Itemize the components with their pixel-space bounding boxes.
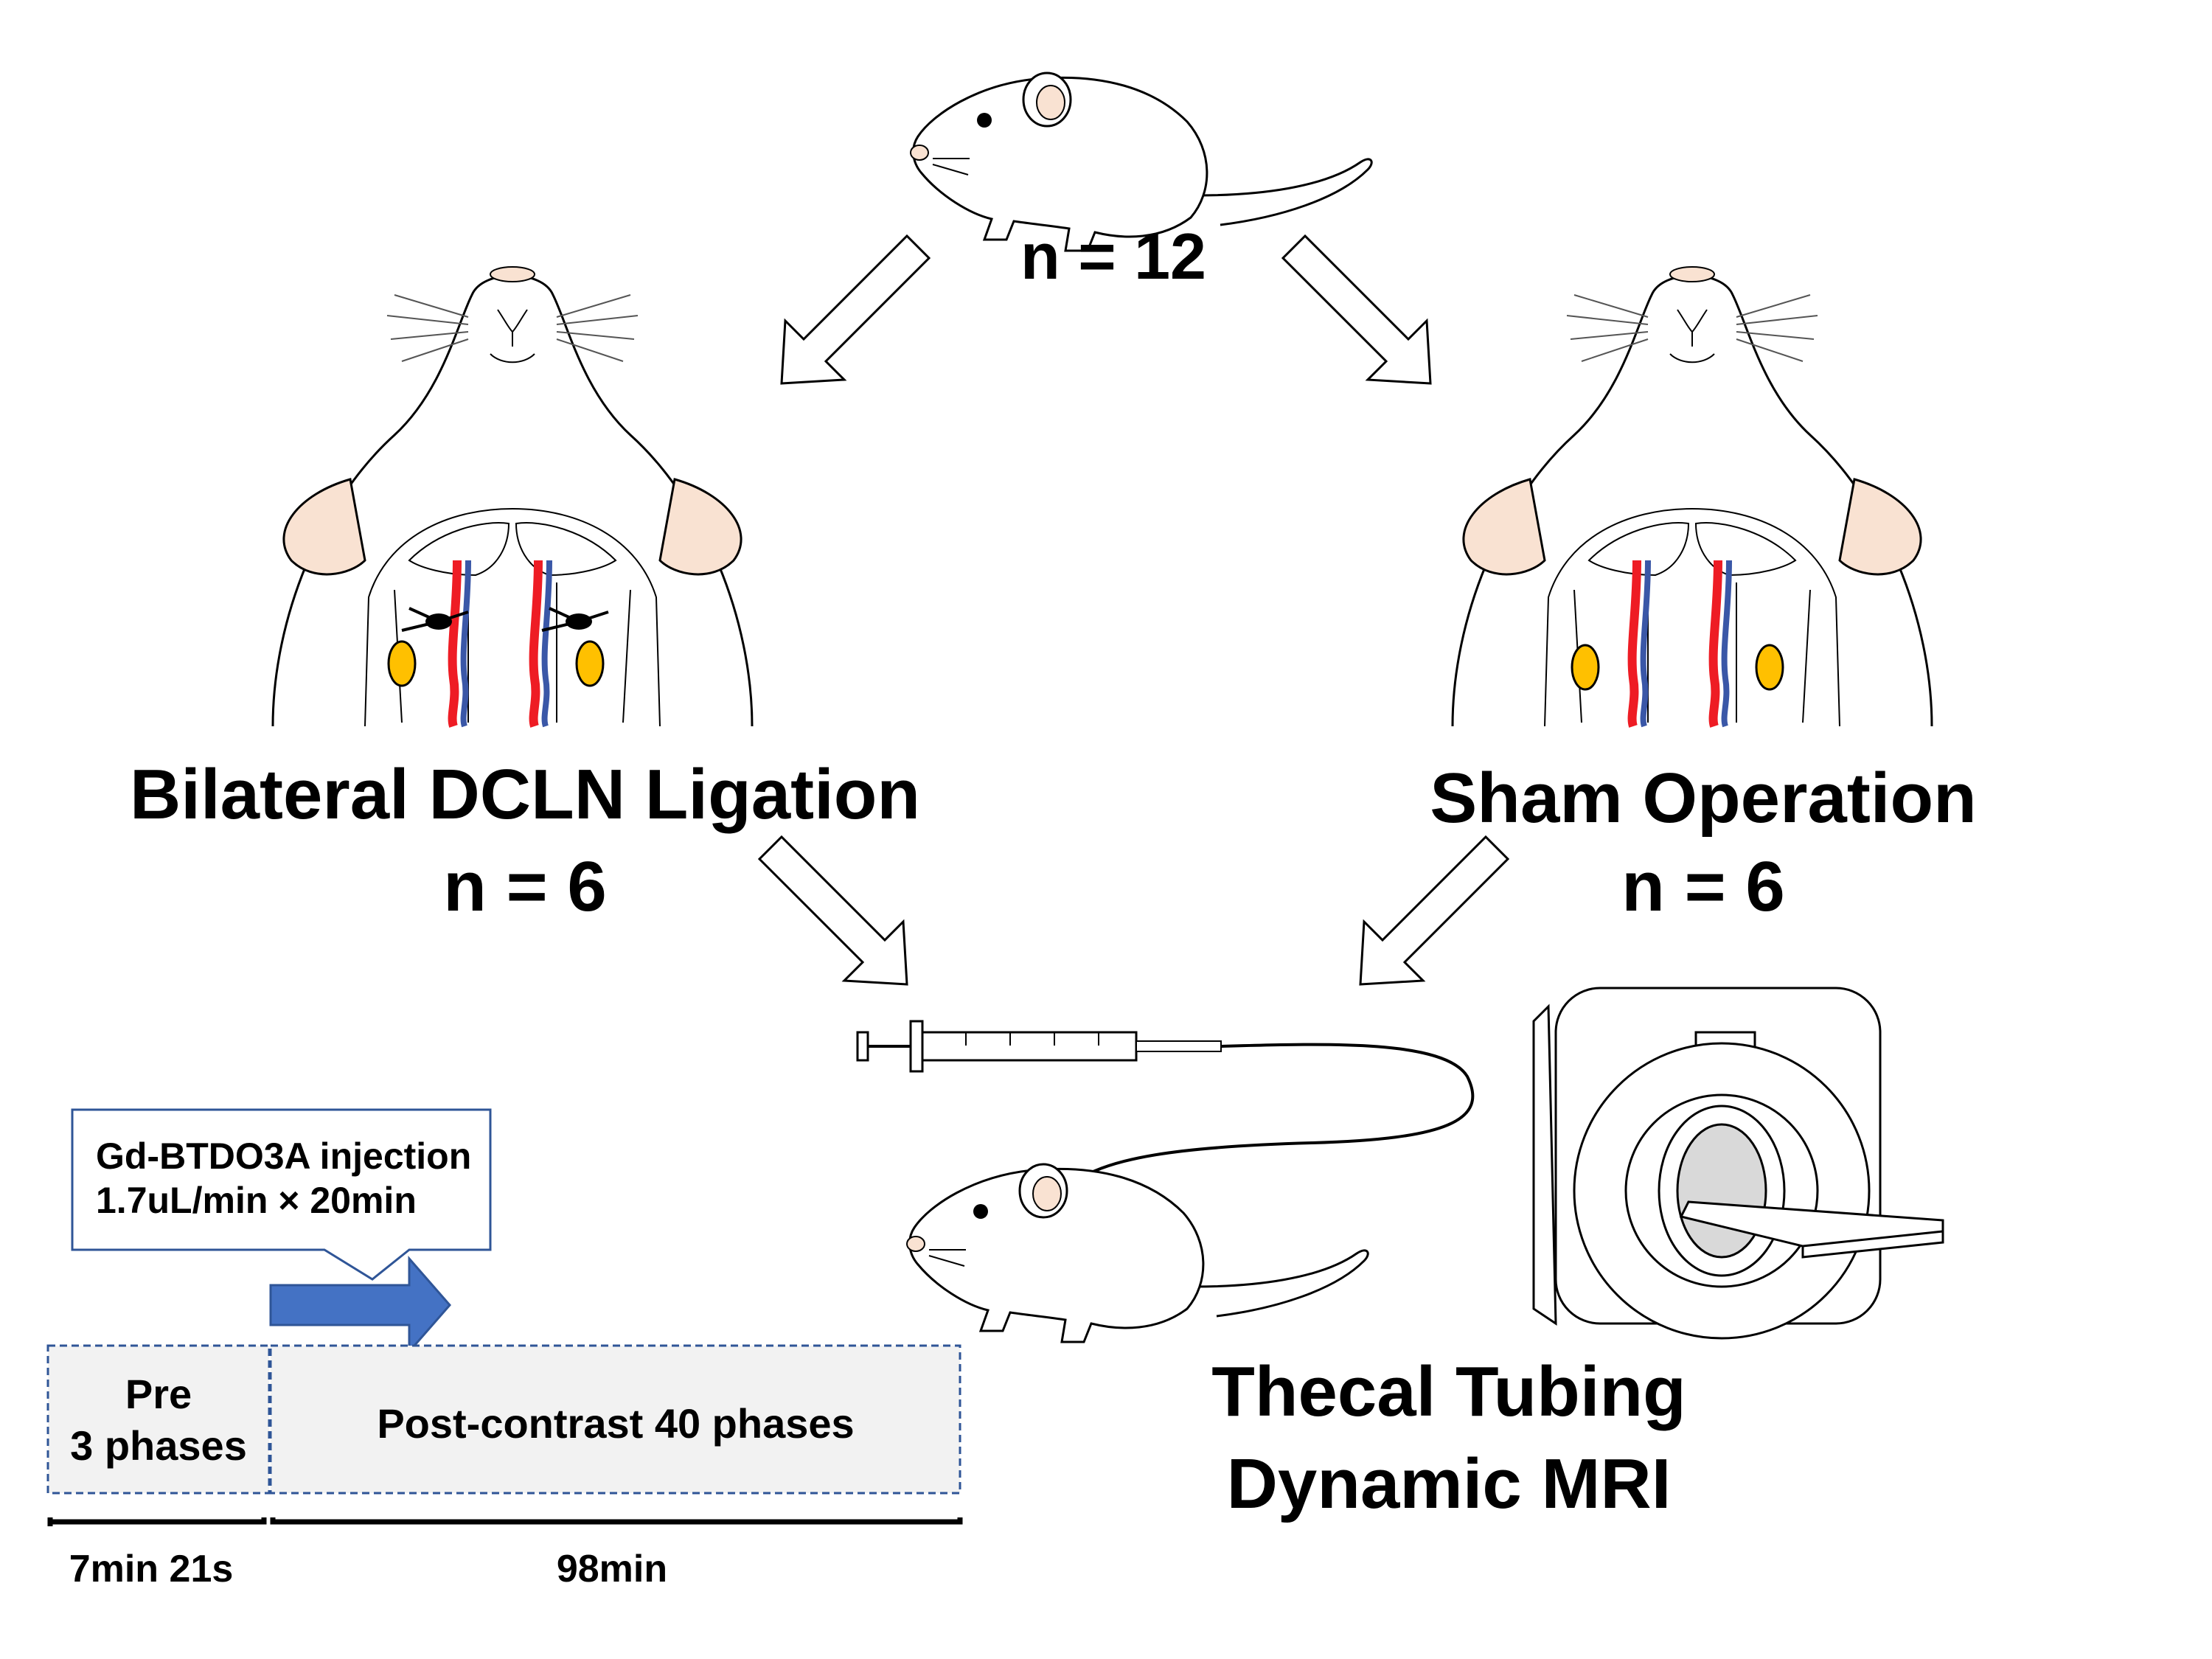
- arrow-top-to-right: [1281, 234, 1432, 385]
- left-lymph-node: [387, 640, 417, 687]
- sham-right-lymph-node: [1755, 644, 1784, 691]
- pre-duration-bracket: [47, 1517, 267, 1526]
- top-group-count: n = 12: [1020, 220, 1206, 293]
- post-contrast-box: Post-contrast 40 phases: [269, 1344, 961, 1495]
- arrow-top-to-left: [780, 234, 931, 385]
- pre-label-line2: 3 phases: [70, 1422, 247, 1469]
- right-ligature-icon: [541, 607, 609, 632]
- ligation-group-count: n = 6: [443, 847, 606, 926]
- ligation-group-title: Bilateral DCLN Ligation: [130, 755, 920, 834]
- injection-line2: 1.7uL/min × 20min: [96, 1180, 417, 1221]
- post-duration-bracket: [270, 1517, 963, 1525]
- ligation-mouse-head: [271, 265, 754, 728]
- pre-phase-box: Pre 3 phases: [46, 1344, 271, 1495]
- post-duration: 98min: [557, 1548, 667, 1590]
- sham-neck-vessels: [1627, 560, 1732, 728]
- pre-duration: 7min 21s: [69, 1548, 234, 1590]
- right-lymph-node: [575, 640, 605, 687]
- arrow-right-to-procedure: [1359, 835, 1509, 986]
- sham-group-title: Sham Operation: [1430, 759, 1976, 838]
- sham-left-lymph-node: [1571, 644, 1600, 691]
- sham-group-count: n = 6: [1621, 847, 1784, 926]
- arrow-left-to-procedure: [758, 835, 908, 986]
- procedure-mouse: [905, 1163, 1369, 1343]
- injection-callout: Gd-BTDO3A injection 1.7uL/min × 20min: [71, 1108, 492, 1281]
- injection-line1: Gd-BTDO3A injection: [96, 1135, 471, 1177]
- thecal-tube: [1071, 1043, 1475, 1185]
- sham-mouse-head: [1451, 265, 1933, 728]
- mri-scanner-icon: [1532, 987, 1944, 1340]
- post-contrast-label: Post-contrast 40 phases: [377, 1400, 854, 1447]
- procedure-line1: Thecal Tubing: [1211, 1352, 1686, 1431]
- pre-label-line1: Pre: [125, 1371, 192, 1417]
- injection-period-arrow: [269, 1256, 451, 1354]
- left-neck-vessels: [448, 560, 552, 728]
- left-ligature-icon: [401, 607, 469, 632]
- procedure-line2: Dynamic MRI: [1227, 1444, 1672, 1523]
- syringe-icon: [856, 1020, 1222, 1073]
